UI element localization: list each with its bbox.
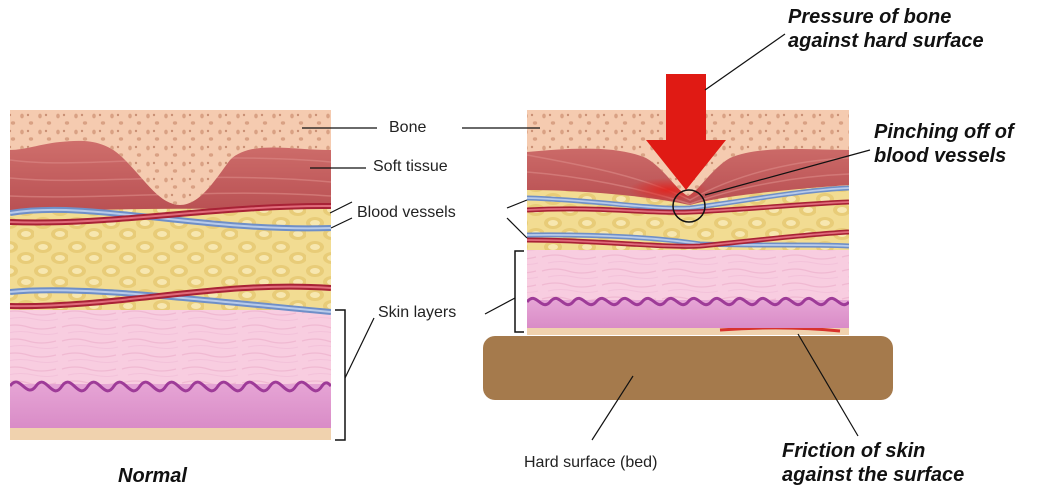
normal-dermis-wave: [10, 380, 331, 393]
normal-skin-bracket: [335, 309, 346, 441]
label-soft-tissue: Soft tissue: [373, 158, 448, 175]
normal-artery-lower-highlight: [10, 285, 331, 308]
normal-cross-section: [10, 110, 331, 440]
annotation-friction-line2: against the surface: [782, 463, 965, 486]
pressure-base-layer: [527, 326, 849, 335]
pressure-skin-layer: [527, 248, 849, 300]
annotation-pressure: Pressure of bone against hard surface: [788, 6, 984, 53]
annotation-friction-line1: Friction of skin: [782, 440, 926, 462]
pressure-vein-upper-highlight: [527, 187, 849, 210]
leader-lines: [302, 33, 871, 441]
annotation-pinching-line2: blood vessels: [874, 144, 1007, 167]
annotation-pinching-line1: Pinching off of: [874, 121, 1014, 143]
pressure-skin-bracket: [514, 250, 524, 333]
normal-base-layer: [10, 425, 331, 440]
normal-dermis-layer: [10, 380, 331, 428]
label-hard-surface: Hard surface (bed): [524, 454, 658, 471]
annotation-friction: Friction of skin against the surface: [782, 440, 964, 487]
pressure-arrow: [646, 74, 726, 190]
annotation-pressure-line1: Pressure of bone: [788, 6, 952, 28]
annotation-pinching: Pinching off of blood vessels: [874, 121, 1014, 168]
pinching-circle: [672, 189, 706, 223]
pressure-artery-upper-highlight: [527, 201, 849, 214]
pressure-dermis-wave: [527, 296, 849, 307]
hard-surface-bed: [483, 336, 893, 400]
label-blood-vessels: Blood vessels: [357, 204, 456, 221]
normal-skin-layer: [10, 308, 331, 384]
pressure-artery-lower-highlight: [527, 231, 849, 248]
caption-normal: Normal: [118, 465, 187, 487]
normal-bone-pores: [10, 110, 331, 205]
label-bone: Bone: [389, 119, 427, 136]
normal-artery-upper-highlight: [10, 204, 331, 224]
annotation-pressure-line2: against hard surface: [788, 29, 984, 52]
label-skin-layers: Skin layers: [378, 304, 457, 321]
